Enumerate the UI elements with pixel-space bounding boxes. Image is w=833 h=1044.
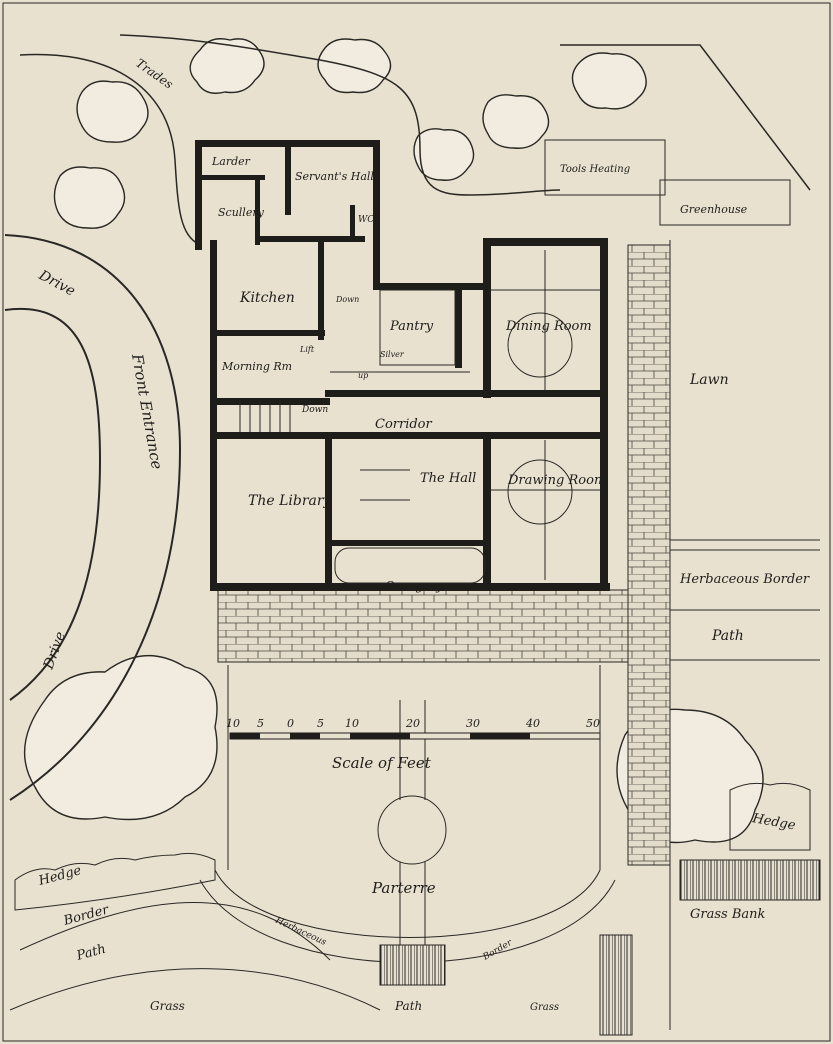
label-dining-room: Dining Room <box>505 319 592 334</box>
label-greenhouse: Greenhouse <box>680 203 748 216</box>
garden-lines <box>9 240 821 1036</box>
scale-title: Scale of Feet <box>332 754 432 772</box>
interior-lines <box>239 139 791 584</box>
label-lawn: Lawn <box>689 372 729 388</box>
scale-tick: 5 <box>257 717 264 730</box>
label-path-bottom: Path <box>394 999 422 1013</box>
label-hedge-right: Hedge <box>750 811 797 834</box>
drive-paths <box>4 34 811 801</box>
scale-tick: 0 <box>287 717 294 730</box>
label-pantry: Pantry <box>389 319 434 334</box>
label-grass-right: Grass <box>530 1002 559 1013</box>
label-herbaceous-bottom: Herbaceous <box>273 915 328 948</box>
scale-tick: 20 <box>405 717 420 730</box>
tree <box>571 52 647 110</box>
tree <box>413 128 475 181</box>
label-the-hall: The Hall <box>420 471 476 486</box>
label-corridor: Corridor <box>375 417 433 432</box>
label-front-entrance: Front Entrance <box>128 352 166 471</box>
label-grass-left: Grass <box>150 999 185 1013</box>
tree <box>482 94 550 149</box>
label-morning-rm: Morning Rm <box>221 360 292 373</box>
tree <box>23 655 218 821</box>
label-kitchen: Kitchen <box>239 290 295 306</box>
scale-tick: 10 <box>226 717 240 730</box>
scale-tick: 40 <box>525 717 540 730</box>
label-scullery: Scullery <box>218 206 265 219</box>
terrace-paving <box>217 589 671 663</box>
label-hedge-left: Hedge <box>36 863 83 889</box>
label-tools-heating: Tools Heating <box>560 164 630 175</box>
label-drawing-room: Drawing Room <box>507 473 606 488</box>
label-parterre: Parterre <box>371 879 436 897</box>
label-servants-hall: Servant's Hall <box>295 170 374 183</box>
label-grass-bank: Grass Bank <box>690 907 766 922</box>
label-down-2: Down <box>301 405 328 415</box>
side-paving <box>627 244 671 866</box>
scale-of-feet: 10 5 0 5 10 20 30 40 50 Scale of Feet <box>226 717 601 772</box>
label-path-right: Path <box>711 628 744 644</box>
label-drive-bottom: Drive <box>40 630 69 673</box>
label-path-left: Path <box>74 942 107 964</box>
label-orangery: Orangery <box>385 579 443 593</box>
label-down-1: Down <box>335 295 359 304</box>
scale-tick: 10 <box>345 717 359 730</box>
label-herbaceous-border-right: Herbaceous Border <box>679 572 810 587</box>
tree <box>53 166 126 229</box>
label-wc: WC <box>358 215 374 225</box>
scale-tick: 30 <box>466 717 480 730</box>
tree <box>317 38 392 94</box>
label-drive-top: Drive <box>35 267 77 300</box>
label-larder: Larder <box>211 155 251 168</box>
label-border-left: Border <box>61 902 111 929</box>
house-walls <box>195 140 610 591</box>
scale-tick: 5 <box>317 717 324 730</box>
label-silver: Silver <box>380 350 405 359</box>
label-the-library: The Library <box>248 493 333 509</box>
label-up: up <box>358 371 368 380</box>
scale-tick: 50 <box>586 717 600 730</box>
label-lift: Lift <box>299 345 315 354</box>
tree <box>189 38 265 94</box>
tree <box>76 80 149 143</box>
